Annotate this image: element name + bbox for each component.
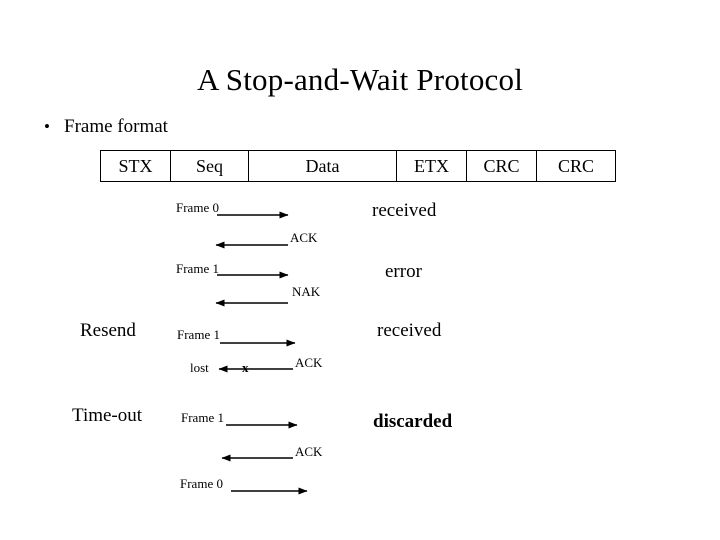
message-label-frame-1-3: Frame 1	[181, 410, 224, 425]
frame-cell-crc-2: CRC	[557, 155, 595, 176]
event-label-time-out: Time-out	[72, 405, 143, 426]
status-label-error: error	[385, 261, 422, 282]
status-label-discarded: discarded	[373, 411, 453, 432]
page-title: A Stop-and-Wait Protocol	[196, 62, 524, 97]
frame-cell-crc-1: CRC	[467, 151, 537, 181]
message-label-frame-1-2: Frame 1	[177, 327, 220, 342]
status-label-received-2: received	[377, 320, 442, 341]
frame-format-table: STX Seq Data ETX CRC CRC	[100, 150, 616, 182]
message-label-ack-1: ACK	[290, 230, 318, 245]
event-label-lost: lost	[190, 360, 209, 375]
message-label-frame-0-1: Frame 0	[176, 200, 219, 215]
status-label-received-1: received	[372, 200, 437, 221]
frame-cell-data: Data	[249, 151, 397, 181]
message-label-ack-3: ACK	[295, 444, 323, 459]
bullet-label: Frame format	[64, 116, 168, 137]
bullet-marker-icon: •	[44, 117, 50, 136]
frame-cell-stx: STX	[101, 151, 171, 181]
lost-marker-icon: x	[242, 360, 249, 375]
event-label-resend: Resend	[80, 320, 136, 341]
message-label-frame-0-2: Frame 0	[180, 476, 223, 491]
bullet-frame-format: • Frame format	[44, 114, 168, 140]
frame-cell-etx: ETX	[397, 151, 467, 181]
message-label-ack-2: ACK	[295, 355, 323, 370]
message-label-nak: NAK	[292, 284, 321, 299]
message-label-frame-1-1: Frame 1	[176, 261, 219, 276]
frame-cell-seq: Seq	[171, 151, 249, 181]
